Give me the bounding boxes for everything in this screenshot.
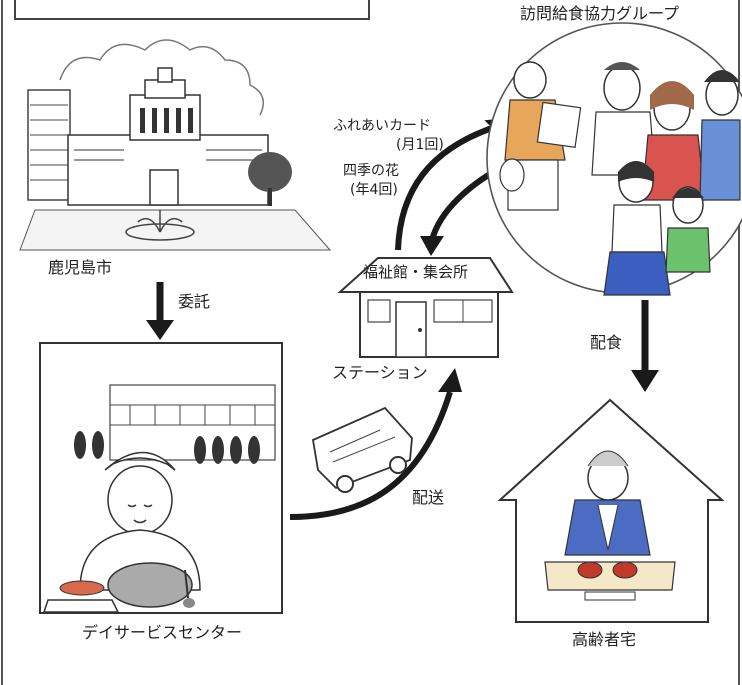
elderly-home-illustration [497, 398, 725, 623]
delivery-arrow [289, 391, 453, 520]
commission-arrow [146, 320, 174, 340]
volunteer-group-illustration [486, 22, 742, 296]
station-sign-label: 福祉館・集会所 [363, 263, 469, 281]
card-frequency-label: (月1回) [396, 137, 444, 153]
city-hall-illustration [19, 39, 332, 251]
delivery-van-illustration [311, 406, 413, 493]
flower-frequency-label: (年4回) [350, 182, 398, 198]
meal-label: 配食 [590, 333, 623, 352]
card-label: ふれあいカード [333, 118, 431, 134]
delivery-label: 配送 [412, 488, 445, 507]
station-building-illustration [337, 257, 514, 358]
meal-arrow [631, 370, 659, 392]
card-arrow [395, 125, 494, 251]
station-label: ステーション [332, 363, 428, 382]
title-strip [14, 0, 370, 20]
center-label: デイサービスセンター [82, 623, 243, 642]
flower-label: 四季の花 [343, 163, 399, 179]
city-label: 鹿児島市 [48, 258, 113, 277]
group-label: 訪問給食協力グループ [520, 4, 680, 23]
commission-label: 委託 [178, 292, 211, 311]
day-service-center-illustration [39, 342, 283, 614]
home-label: 高齢者宅 [572, 630, 637, 649]
